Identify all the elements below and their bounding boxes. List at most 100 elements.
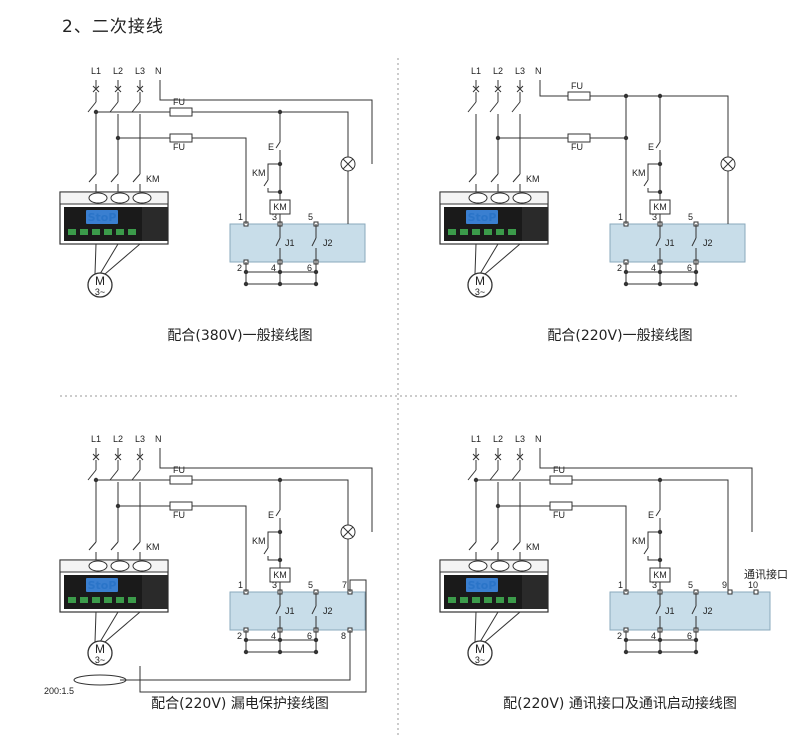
ct-hole-icon	[468, 192, 488, 204]
switch-blade	[131, 469, 141, 481]
line-label-n: N	[155, 434, 162, 444]
switch-blade	[489, 469, 499, 481]
start-button	[263, 547, 269, 555]
protector-button	[508, 229, 516, 235]
relay-label-j2: J2	[703, 606, 713, 616]
junction-dot	[657, 649, 663, 655]
km-contact	[468, 173, 477, 183]
motor-icon	[467, 272, 493, 298]
terminal-number-1: 1	[618, 580, 623, 590]
terminal-number-4: 4	[271, 263, 276, 273]
junction-dot	[623, 93, 629, 99]
terminal-number-6: 6	[307, 631, 312, 641]
relay-block	[229, 223, 366, 263]
stop-button-label: E	[268, 510, 274, 520]
diagram-caption: 配合(220V) 漏电保护接线图	[151, 695, 329, 712]
stop-button-label: E	[268, 142, 274, 152]
relay-block	[609, 223, 746, 263]
motor-phase: 3~	[475, 655, 485, 665]
terminal-9	[727, 589, 733, 595]
line-label-l3: L3	[515, 66, 525, 76]
fuse-label-2: FU	[571, 142, 583, 152]
display-readout: StoP	[88, 211, 117, 224]
motor-label: M	[95, 642, 105, 656]
junction-dot	[277, 281, 283, 287]
junction-dot	[313, 281, 319, 287]
breaker-mark-icon	[516, 85, 524, 93]
wire	[267, 556, 280, 561]
junction-dot	[693, 281, 699, 287]
junction-dot	[657, 477, 663, 483]
terminal-number-2: 2	[237, 263, 242, 273]
fuse-1	[567, 91, 591, 101]
wire	[139, 579, 367, 693]
km-aux-label: KM	[632, 536, 646, 546]
wire	[479, 611, 499, 643]
leakage-ct-icon	[73, 674, 127, 686]
protector-button	[484, 229, 492, 235]
junction-dot	[277, 477, 283, 483]
diagram-caption: 配(220V) 通讯接口及通讯启动接线图	[503, 695, 737, 712]
protector-button	[472, 597, 480, 603]
stop-button	[275, 141, 281, 149]
km-coil-label: KM	[653, 570, 667, 580]
start-button	[263, 179, 269, 187]
switch-blade	[511, 101, 521, 113]
wire	[94, 611, 97, 643]
ct-hole-icon	[512, 560, 532, 572]
km-contact	[490, 541, 499, 551]
protector-button	[116, 597, 124, 603]
protector-button	[104, 229, 112, 235]
protector-button	[92, 229, 100, 235]
junction-dot	[313, 649, 319, 655]
fuse-2	[549, 501, 573, 511]
relay-contact-j2	[311, 237, 317, 247]
wire	[267, 531, 280, 548]
breaker-mark-icon	[494, 453, 502, 461]
breaker-mark-icon	[472, 453, 480, 461]
protector-button	[128, 597, 136, 603]
relay-contact-j1	[655, 237, 661, 247]
lamp-cross	[722, 158, 734, 170]
wire	[572, 479, 729, 592]
relay-label-j2: J2	[323, 238, 333, 248]
protector-button	[80, 229, 88, 235]
display-screen	[466, 578, 498, 592]
km-contact	[468, 541, 477, 551]
wire	[159, 92, 373, 164]
protector-button	[448, 229, 456, 235]
wire	[539, 92, 568, 97]
wire	[99, 611, 119, 643]
junction-dot	[657, 93, 663, 99]
protector-side	[142, 207, 168, 241]
km-contact	[490, 173, 499, 183]
ct-hole-icon	[132, 192, 152, 204]
breaker-mark-icon	[494, 85, 502, 93]
terminal-number-2: 2	[237, 631, 242, 641]
stop-button	[655, 509, 661, 517]
wire	[267, 188, 280, 193]
terminal-number-3: 3	[272, 580, 277, 590]
protector-side	[142, 575, 168, 609]
line-label-l1: L1	[91, 434, 101, 444]
line-label-l1: L1	[471, 434, 481, 444]
diagram-caption: 配合(220V)一般接线图	[547, 327, 692, 344]
junction-dot	[657, 281, 663, 287]
switch-blade	[87, 469, 97, 481]
breaker-mark-icon	[472, 85, 480, 93]
relay-contact-j2	[311, 605, 317, 615]
breaker-mark-icon	[92, 85, 100, 93]
ct-hole-icon	[88, 560, 108, 572]
wire	[120, 630, 351, 681]
terminal-number-4: 4	[651, 263, 656, 273]
breaker-mark-icon	[516, 453, 524, 461]
km-label: KM	[526, 542, 540, 552]
protector-button	[80, 597, 88, 603]
fuse-label-1: FU	[553, 465, 565, 475]
display-readout: StoP	[88, 579, 117, 592]
terminal-number-1: 1	[238, 212, 243, 222]
protector-button	[460, 229, 468, 235]
